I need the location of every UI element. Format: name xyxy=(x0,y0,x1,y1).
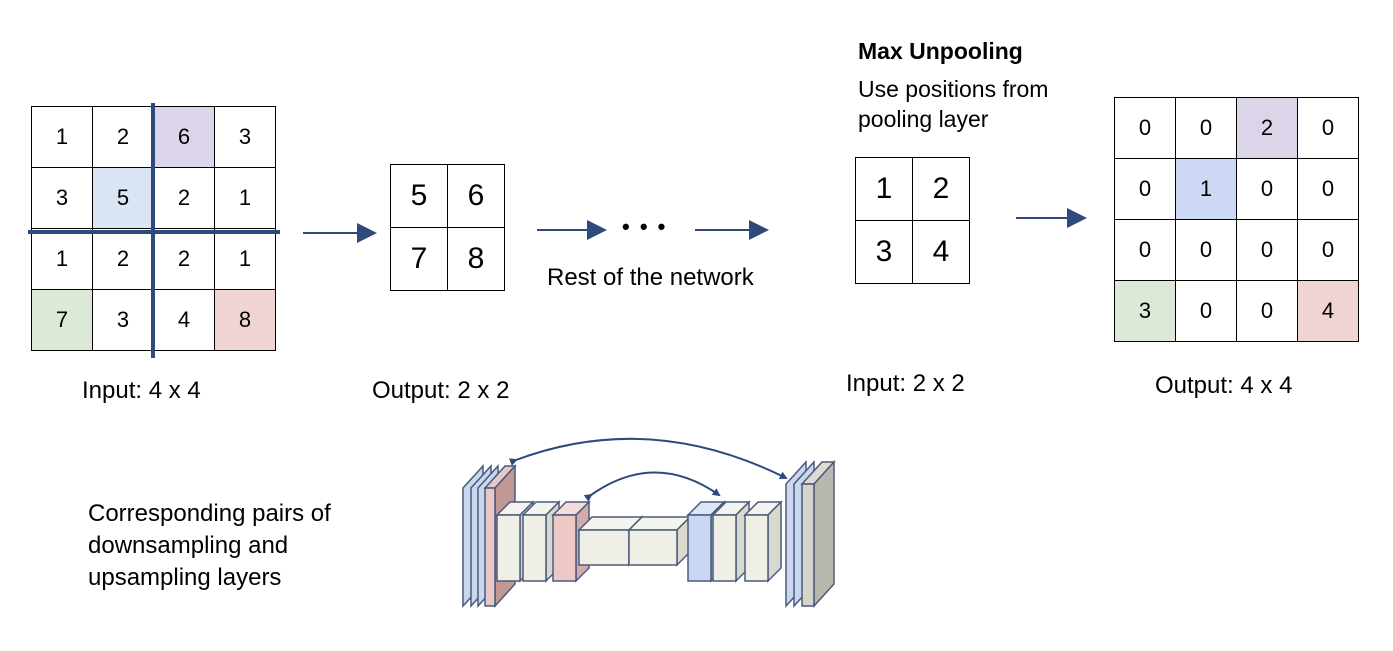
unet-block xyxy=(744,514,769,582)
unet-illustration xyxy=(462,460,836,608)
input-cell: 3 xyxy=(31,167,93,229)
rest-of-network-label: Rest of the network xyxy=(547,264,754,291)
unet-slab xyxy=(484,487,496,607)
unpool-input-cell: 4 xyxy=(912,220,970,284)
unpool-output-cell: 0 xyxy=(1114,158,1176,220)
unpool-output-cell: 0 xyxy=(1236,158,1298,220)
input-cell: 1 xyxy=(31,106,93,168)
skip-connection-outer xyxy=(508,437,788,479)
unpool-output-grid: 0 0 2 0 0 1 0 0 0 0 0 0 3 0 0 4 xyxy=(1114,97,1359,342)
unet-slab xyxy=(801,483,815,607)
input-cell-max: 7 xyxy=(31,289,93,351)
input-cell: 2 xyxy=(153,228,215,290)
ellipsis: • • • xyxy=(622,214,668,239)
input-caption: Input: 4 x 4 xyxy=(82,377,201,404)
input-cell: 1 xyxy=(214,228,276,290)
skip-connection-inner xyxy=(583,471,721,502)
input-cell-max: 8 xyxy=(214,289,276,351)
unpool-input-cell: 2 xyxy=(912,157,970,221)
unpool-input-cell: 3 xyxy=(855,220,913,284)
unpool-output-cell: 0 xyxy=(1114,97,1176,159)
unet-block xyxy=(552,514,577,582)
unpooling-title: Max Unpooling xyxy=(858,38,1023,64)
unpooling-subtitle: Use positions from pooling layer xyxy=(858,76,1049,132)
unpool-output-cell: 0 xyxy=(1297,158,1359,220)
unpool-output-cell-max: 3 xyxy=(1114,280,1176,342)
unet-block xyxy=(712,514,737,582)
unet-block xyxy=(687,514,712,582)
pooled-cell: 8 xyxy=(447,227,505,291)
unpool-output-cell: 0 xyxy=(1297,97,1359,159)
unet-slab xyxy=(813,460,835,608)
unpool-input-cell: 1 xyxy=(855,157,913,221)
unpool-output-cell: 0 xyxy=(1297,219,1359,281)
unet-block xyxy=(578,529,630,566)
pooled-output-grid: 5 6 7 8 xyxy=(390,164,505,291)
unet-note: Corresponding pairs of downsampling and … xyxy=(88,500,331,591)
pooled-output-caption: Output: 2 x 2 xyxy=(372,377,510,404)
input-cell: 2 xyxy=(153,167,215,229)
input-cell: 1 xyxy=(31,228,93,290)
input-cell: 1 xyxy=(214,167,276,229)
unpool-output-cell-max: 1 xyxy=(1175,158,1237,220)
input-cell-max: 6 xyxy=(153,106,215,168)
unet-block xyxy=(767,500,782,583)
pooled-cell: 6 xyxy=(447,164,505,228)
unpool-output-cell: 0 xyxy=(1175,280,1237,342)
input-grid: 1 2 6 3 3 5 2 1 1 2 2 1 7 3 4 8 xyxy=(31,106,276,351)
unpool-output-cell-max: 4 xyxy=(1297,280,1359,342)
unpool-input-caption: Input: 2 x 2 xyxy=(846,370,965,397)
unpool-output-caption: Output: 4 x 4 xyxy=(1155,372,1293,399)
unet-block xyxy=(522,514,547,582)
input-cell: 4 xyxy=(153,289,215,351)
unpool-output-cell: 0 xyxy=(1114,219,1176,281)
input-cell: 2 xyxy=(92,106,154,168)
input-cell-max: 5 xyxy=(92,167,154,229)
unet-block xyxy=(496,514,521,582)
unpool-input-grid: 1 2 3 4 xyxy=(855,157,970,284)
unet-block xyxy=(628,529,678,566)
